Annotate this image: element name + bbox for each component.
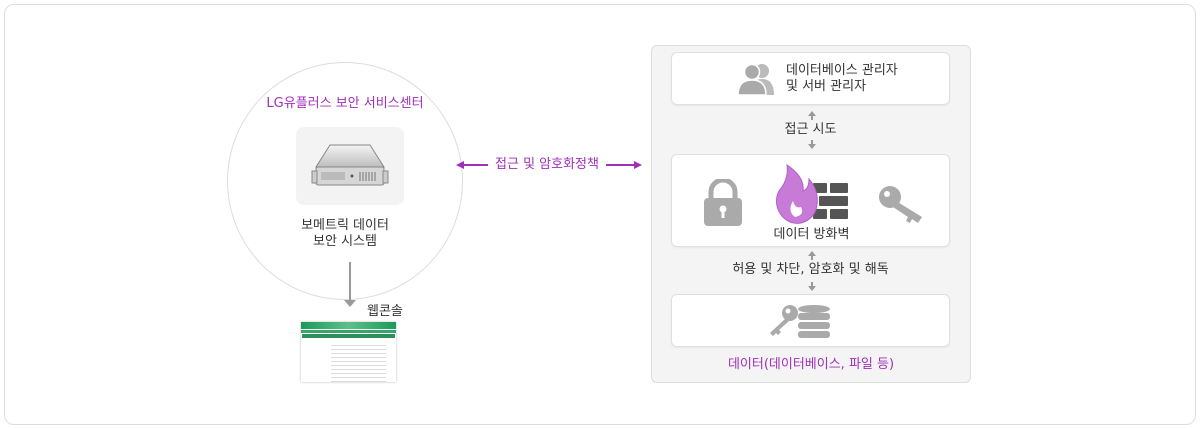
webconsole-label: 웹콘솔 (367, 304, 403, 319)
key-icon (879, 186, 922, 223)
lock-icon (704, 179, 742, 226)
service-center-circle (227, 62, 463, 300)
service-center-title: LG유플러스 보안 서비스센터 (266, 96, 424, 111)
data-label: 데이터(데이터베이스, 파일 등) (727, 357, 895, 372)
firewall-box: 데이터 방화벽 (671, 154, 950, 247)
diagram-frame (4, 4, 1196, 425)
system-name-line2: 보안 시스템 (313, 234, 377, 249)
down-arrow (344, 262, 356, 307)
webconsole-screenshot[interactable] (301, 322, 396, 382)
data-box (671, 294, 950, 347)
admins-line1: 데이터베이스 관리자 (786, 63, 898, 78)
control-label: 허용 및 차단, 암호화 및 해독 (732, 262, 889, 277)
access-arrows (808, 111, 816, 149)
server-tile (296, 127, 404, 205)
admins-box: 데이터베이스 관리자 및 서버 관리자 (671, 52, 950, 105)
server-icon (311, 144, 389, 186)
encrypted-database-icon (770, 305, 830, 338)
control-arrows (808, 251, 816, 291)
firewall-label: 데이터 방화벽 (773, 227, 850, 242)
policy-arrow (456, 161, 642, 169)
access-label: 접근 시도 (784, 122, 837, 137)
admins-line2: 및 서버 관리자 (786, 79, 867, 94)
policy-label: 접근 및 암호화정책 (495, 157, 599, 172)
system-name-line1: 보메트릭 데이터 (301, 218, 389, 233)
firewall-icon (775, 163, 848, 224)
users-icon (738, 63, 774, 96)
